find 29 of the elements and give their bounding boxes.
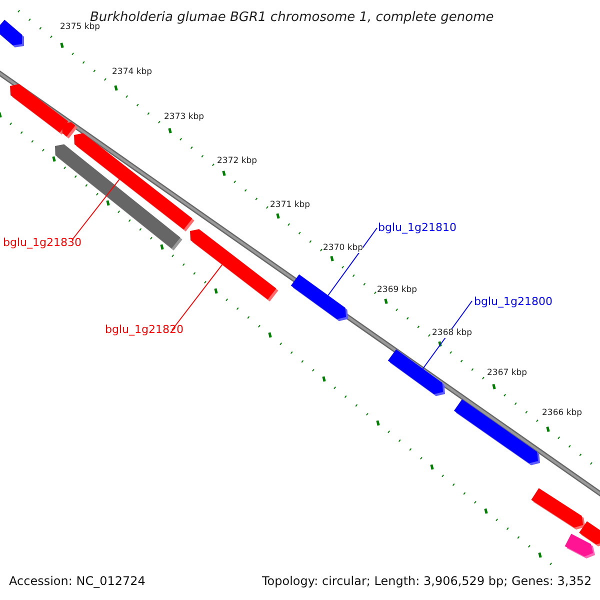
leader-line bbox=[172, 264, 223, 330]
scale-label: 2374 kbp bbox=[112, 68, 152, 76]
gene-label: bglu_1g21820 bbox=[105, 324, 184, 335]
gene-bar bbox=[564, 534, 595, 558]
gene-bar bbox=[10, 84, 70, 135]
scale-label: 2371 kbp bbox=[270, 201, 310, 210]
scale-label: 2367 kbp bbox=[487, 369, 528, 378]
gene-bar bbox=[531, 488, 585, 530]
gene-bar bbox=[454, 399, 540, 466]
leader-line bbox=[328, 228, 378, 296]
gene-bar bbox=[74, 133, 194, 232]
chart-title: Burkholderia glumae BGR1 chromosome 1, complete genome bbox=[90, 11, 494, 24]
accession-label: Accession: NC_012724 bbox=[9, 575, 146, 587]
leader-line bbox=[72, 178, 120, 240]
scale-label: 2369 kbp bbox=[377, 286, 418, 294]
scale-label: 2372 kbp bbox=[217, 157, 258, 166]
gene-label: bglu_1g21810 bbox=[378, 222, 456, 233]
scale-label: 2375 kbp bbox=[60, 23, 100, 32]
genome-summary: Topology: circular; Length: 3,906,529 bp; Genes: 3,352 bbox=[262, 575, 592, 587]
scale-label: 2373 kbp bbox=[164, 113, 204, 122]
gene-bar bbox=[290, 274, 348, 322]
scale-label: 2370 kbp bbox=[323, 244, 364, 252]
gene-bar bbox=[62, 122, 78, 139]
gene-bar bbox=[190, 229, 278, 302]
gene-bar bbox=[0, 20, 24, 48]
gene-label: bglu_1g21800 bbox=[474, 296, 552, 307]
scale-label: 2368 kbp bbox=[432, 329, 472, 338]
gene-label: bglu_1g21830 bbox=[3, 237, 82, 248]
gene-bar bbox=[388, 349, 445, 396]
